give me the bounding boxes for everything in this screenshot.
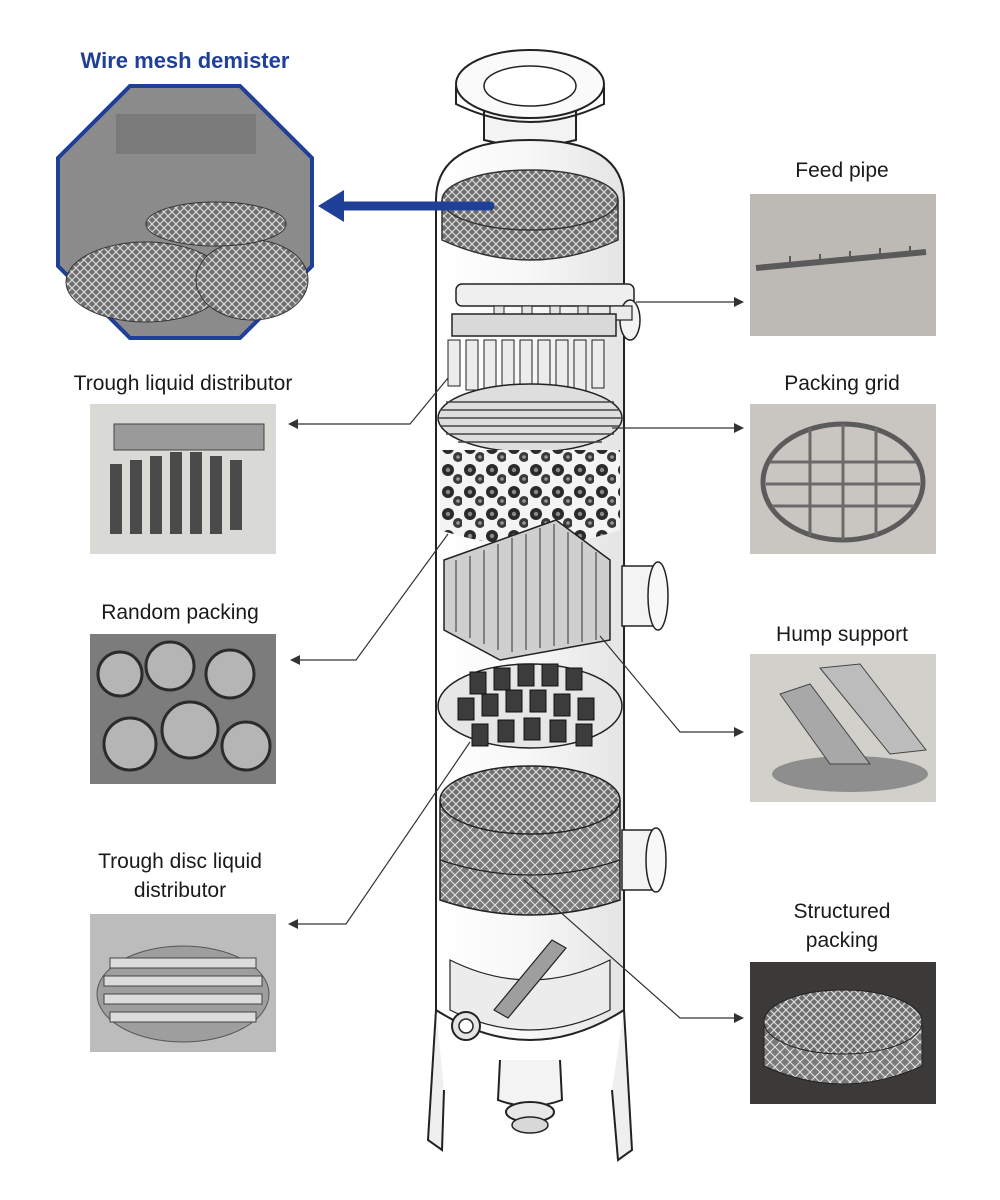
trough-disc-distributor-part xyxy=(437,663,623,749)
random-packing-label: Random packing xyxy=(101,601,259,624)
structured-packing-label-1: Structured xyxy=(793,900,891,923)
trough-disc-liquid-distributor-label-2: distributor xyxy=(133,879,227,902)
trough-liquid-distributor-label: Trough liquid distributor xyxy=(73,372,293,395)
wire-mesh-demister-photo xyxy=(56,84,314,340)
hump-support-label: Hump support xyxy=(776,623,908,646)
trough-disc-liquid-distributor-photo xyxy=(90,914,276,1052)
top-nozzle xyxy=(455,49,605,147)
packing-grid-part xyxy=(437,383,623,453)
random-packing-part xyxy=(440,450,620,545)
feed-pipe-label: Feed pipe xyxy=(795,159,889,182)
hump-support-photo xyxy=(750,654,936,802)
trough-liquid-distributor-photo xyxy=(90,404,276,554)
demister-pad xyxy=(441,169,619,261)
packing-grid-label: Packing grid xyxy=(784,372,900,395)
feed-pipe-photo xyxy=(750,194,936,336)
random-packing-photo xyxy=(90,634,276,784)
structured-packing-photo xyxy=(750,962,936,1104)
packing-grid-photo xyxy=(750,404,936,554)
trough-disc-liquid-distributor-label-1: Trough disc liquid xyxy=(98,850,262,873)
structured-packing-part xyxy=(439,765,667,916)
hump-support-part xyxy=(443,519,669,661)
wire-mesh-demister-title: Wire mesh demister xyxy=(80,48,290,73)
structured-packing-label-2: packing xyxy=(805,929,879,952)
